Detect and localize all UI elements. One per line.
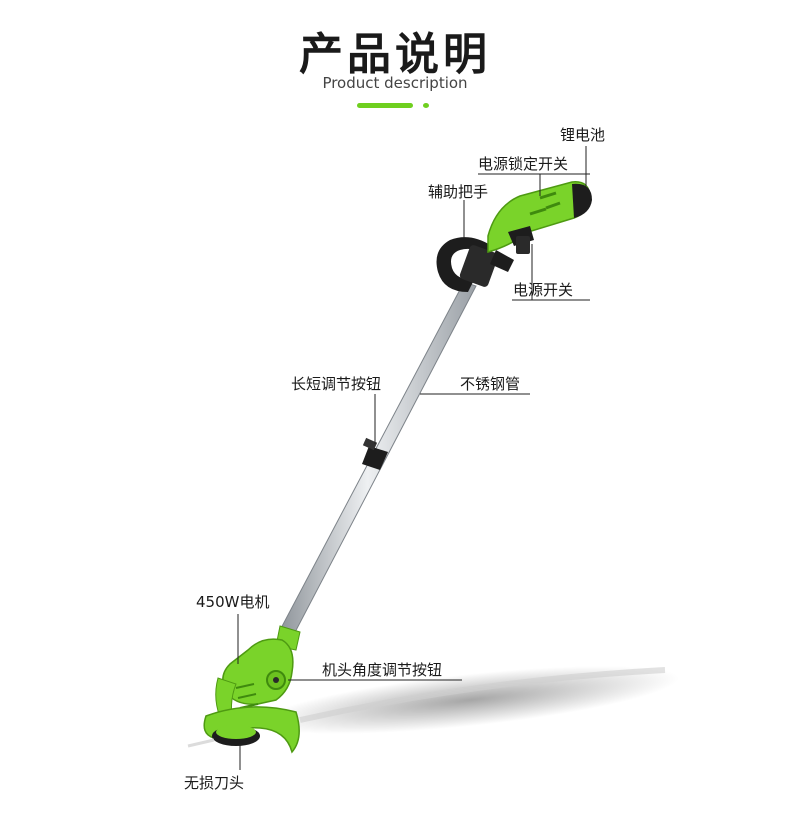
label-length-adjust-button: 长短调节按钮 bbox=[291, 375, 382, 393]
label-auxiliary-handle: 辅助把手 bbox=[428, 183, 489, 201]
page-title: 产品说明 bbox=[299, 29, 491, 80]
accent-bar bbox=[357, 103, 413, 108]
label-stainless-steel-tube: 不锈钢管 bbox=[460, 375, 521, 393]
accent-dot bbox=[423, 103, 429, 108]
floor-shadow bbox=[261, 666, 679, 734]
label-head-angle-button: 机头角度调节按钮 bbox=[322, 661, 443, 679]
label-blade-head: 无损刀头 bbox=[184, 774, 245, 792]
main-handle bbox=[487, 181, 592, 272]
steel-pole bbox=[278, 281, 477, 639]
label-battery: 锂电池 bbox=[560, 126, 606, 144]
leader-lines bbox=[237, 146, 590, 770]
label-motor: 450W电机 bbox=[196, 593, 270, 611]
label-power-lock-switch: 电源锁定开关 bbox=[478, 155, 569, 173]
label-power-switch: 电源开关 bbox=[513, 281, 574, 299]
trimmer-head bbox=[187, 625, 301, 754]
floor-shadow-streak bbox=[299, 667, 666, 723]
page-subtitle: Product description bbox=[322, 74, 468, 92]
auxiliary-handle bbox=[436, 237, 499, 292]
